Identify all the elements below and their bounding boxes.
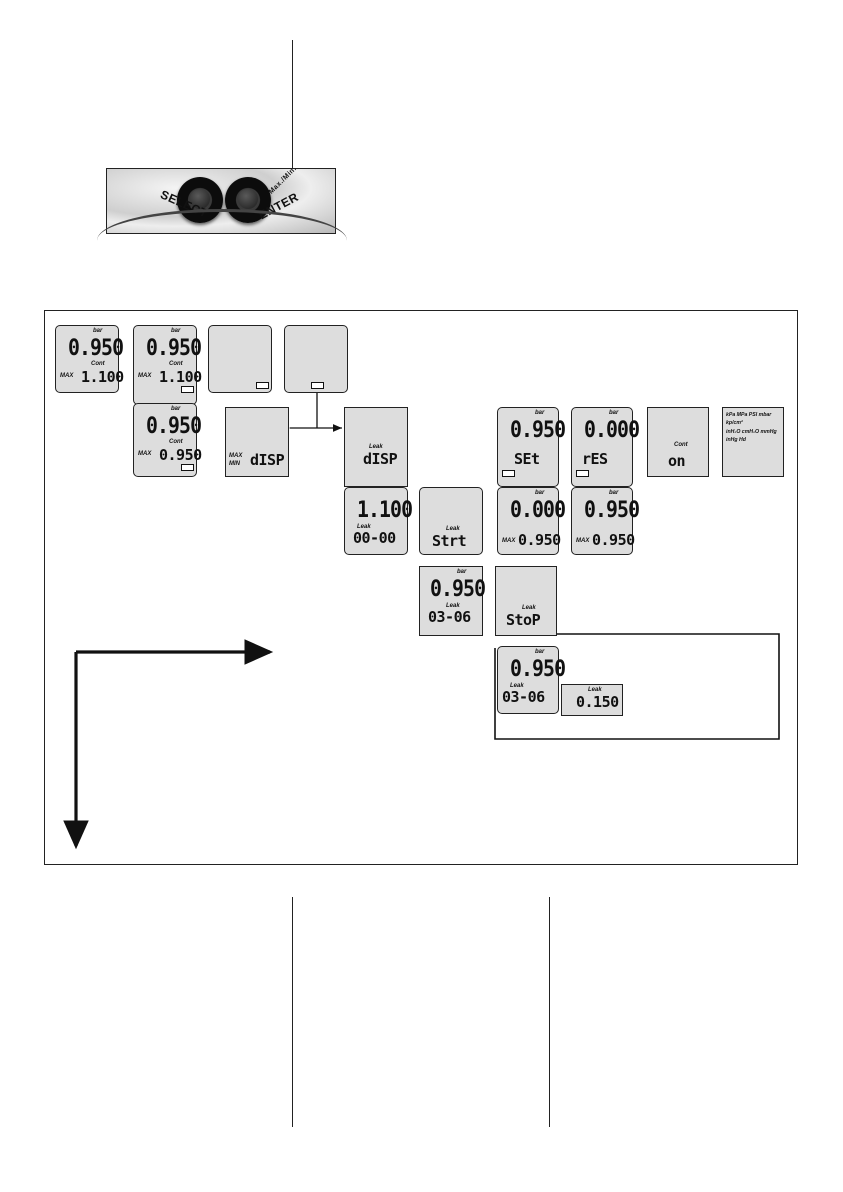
menu-flow-diagram [44,310,798,865]
column-divider-top [292,40,293,168]
mode-label: MAX [60,373,74,379]
bottom-reading: 0.950 [159,446,202,464]
leak-label: Leak [588,687,602,693]
lcd-screen-disp-leak: Leak dISP [344,407,408,487]
unit-label: bar [535,649,545,655]
unit-label: bar [535,410,545,416]
disp-text: dISP [363,450,398,468]
lcd-screen-strt: Leak Strt [419,487,483,555]
lcd-screen-leak-result: bar 0.950 Leak 03-06 [497,646,566,714]
lcd-screen-leak-value: Leak 0.150 [561,684,623,716]
top-reading: 0.950 [146,336,202,361]
on-text: on [668,452,686,470]
bottom-reading: 1.100 [159,368,202,386]
mode-label: MAX [138,451,152,457]
lock-indicator [181,386,194,393]
top-reading: 1.100 [357,498,413,523]
leak-label: Leak [446,526,460,532]
lock-indicator [502,470,515,477]
leak-label: Leak [510,683,524,689]
max-label: MAX [229,453,243,459]
units-line-2: inH₂O cmH₂O mmHg inHg Hd [726,428,777,443]
mode-label: MAX [576,538,590,544]
cont-label: Cont [674,442,688,448]
unit-label: bar [93,328,103,334]
cont-label: Cont [169,439,183,445]
lcd-screen-units: kPa MPa PSI mbar kp/cm² inH₂O cmH₂O mmHg… [722,407,784,477]
lcd-screen-after-reset: bar 0.950 MAX 0.950 [571,487,640,555]
top-reading: 0.950 [510,418,566,443]
cont-label: Cont [91,361,105,367]
lcd-screen-zeroed: bar 0.000 MAX 0.950 [497,487,566,555]
lock-indicator [181,464,194,471]
lcd-screen-cont-on: Cont on [647,407,709,477]
unit-label: bar [171,328,181,334]
top-reading: 0.000 [584,418,640,443]
leak-value: 0.150 [576,693,619,711]
mode-label: MAX [138,373,152,379]
lcd-screen-2: bar 0.950 Cont MAX 1.100 [133,325,202,405]
mode-label: MAX [502,538,516,544]
units-list: kPa MPa PSI mbar kp/cm² inH₂O cmH₂O mmHg… [726,411,780,444]
unit-label: bar [609,410,619,416]
set-text: SEt [514,450,540,468]
leak-label: Leak [522,605,536,611]
panel-rim [97,209,347,272]
disp-text: dISP [250,451,285,469]
lcd-screen-stop: Leak StoP [495,566,557,636]
unit-label: bar [171,406,181,412]
units-line-1: kPa MPa PSI mbar kp/cm² [726,412,772,427]
lcd-screen-leak-reading: 1.100 Leak 00-00 [344,487,413,555]
top-reading: 0.950 [68,336,124,361]
timer-reading: 00-00 [353,529,396,547]
lcd-screen-blank-1 [208,325,272,393]
lcd-screen-reset: bar 0.000 rES [571,407,640,487]
column-divider-bottom-left [292,897,293,1127]
timer-reading: 03-06 [502,688,545,706]
lock-indicator [311,382,324,389]
lock-indicator [256,382,269,389]
stop-text: StoP [506,611,541,629]
cont-label: Cont [169,361,183,367]
top-reading: 0.950 [510,657,566,682]
unit-label: bar [457,569,467,575]
leak-label: Leak [357,524,371,530]
lcd-screen-blank-2 [284,325,348,393]
strt-text: Strt [432,532,467,550]
bottom-reading: 1.100 [81,368,124,386]
top-reading: 0.950 [584,498,640,523]
lcd-screen-disp-minmax: MAX MIN dISP [225,407,289,477]
unit-label: bar [609,490,619,496]
leak-label: Leak [446,603,460,609]
timer-reading: 03-06 [428,608,471,626]
lcd-screen-leak-running: bar 0.950 Leak 03-06 [419,566,486,636]
reset-text: rES [582,450,608,468]
column-divider-bottom-right [549,897,550,1127]
lcd-screen-1: bar 0.950 Cont MAX 1.100 [55,325,124,393]
top-reading: 0.950 [146,414,202,439]
top-reading: 0.950 [430,577,486,602]
min-label: MIN [229,461,240,467]
leak-stop-outline [494,633,780,740]
bottom-reading: 0.950 [592,531,635,549]
bottom-reading: 0.950 [518,531,561,549]
lcd-screen-set: bar 0.950 SEt [497,407,566,487]
lcd-screen-2b: bar 0.950 Cont MAX 0.950 [133,403,202,477]
unit-label: bar [535,490,545,496]
lock-indicator [576,470,589,477]
leak-label: Leak [369,444,383,450]
device-buttons-panel: SELECT ENTER Max./Min. [97,165,347,234]
top-reading: 0.000 [510,498,566,523]
